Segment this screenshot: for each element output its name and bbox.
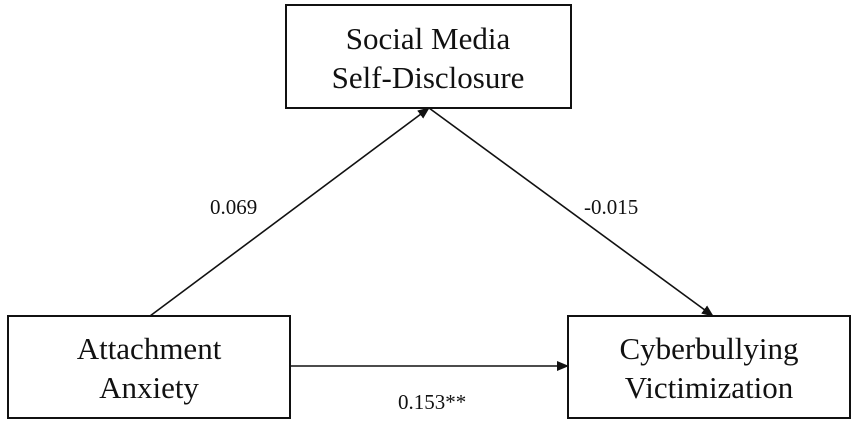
path-a-coefficient: 0.069 [210, 195, 257, 219]
outcome-label-line2: Victimization [625, 370, 794, 405]
path-b-coefficient: -0.015 [584, 195, 638, 219]
predictor-label-line1: Attachment [77, 331, 222, 366]
mediator-box [285, 4, 572, 109]
outcome-box [567, 315, 851, 419]
mediator-label-line2: Self-Disclosure [332, 60, 525, 95]
outcome-node: Cyberbullying Victimization [567, 315, 851, 419]
predictor-box [7, 315, 291, 419]
mediator-node: Social Media Self-Disclosure [285, 4, 572, 109]
path-c-coefficient: 0.153** [398, 390, 466, 414]
outcome-label-line1: Cyberbullying [619, 331, 798, 366]
mediator-label-line1: Social Media [346, 21, 511, 56]
predictor-label-line2: Anxiety [99, 370, 199, 405]
path-b-arrow [428, 107, 714, 317]
predictor-node: Attachment Anxiety [7, 315, 291, 419]
path-a-arrow [149, 107, 430, 317]
